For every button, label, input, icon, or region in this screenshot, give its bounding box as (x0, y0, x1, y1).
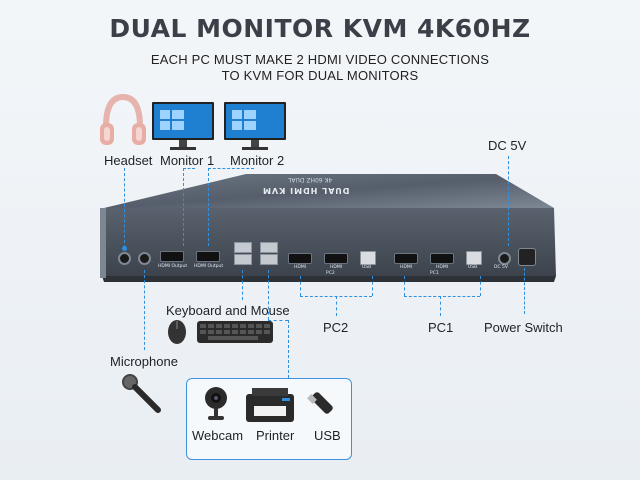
pc1-usb-label: USB (468, 265, 478, 270)
usb-a-port-1[interactable] (234, 242, 252, 253)
microphone-label: Microphone (110, 354, 178, 369)
microphone-jack[interactable] (138, 252, 151, 265)
microphone-icon (122, 374, 161, 413)
usb-connector-line-2 (268, 320, 288, 321)
mouse-icon (168, 320, 186, 344)
hdmi-output-label-1: HDMI Output (158, 264, 188, 269)
monitor-2-label: Monitor 2 (230, 153, 285, 168)
pc1-label: PC1 (428, 320, 454, 335)
pc1-hdmi-label-1: HDMI (400, 265, 413, 270)
monitor1-connector-line (183, 168, 184, 246)
hdmi-output-label-2: HDMI Output (194, 264, 224, 269)
usb-a-port-4[interactable] (260, 254, 278, 265)
dc5v-port-label: DC 5V (494, 265, 508, 270)
power-switch-button[interactable] (518, 248, 536, 266)
monitor1-connector-top (183, 168, 195, 169)
pc2-hdmi-port-1[interactable] (288, 253, 312, 264)
pc2-label: PC2 (323, 320, 349, 335)
printer-icon (246, 388, 294, 422)
pc1-usb-b-port[interactable] (466, 251, 482, 265)
pc1-hdmi-label-2: HDMI (436, 265, 449, 270)
pc2-bracket-right (372, 276, 373, 296)
monitor2-connector-top (208, 168, 254, 169)
pc1-hdmi-port-1[interactable] (394, 253, 418, 264)
keyboard-connector-line (242, 270, 243, 300)
page-title: DUAL MONITOR KVM 4K60HZ (109, 14, 531, 43)
pc2-usb-label: USB (362, 265, 372, 270)
usb-a-port-3[interactable] (260, 242, 278, 253)
hdmi-output-port-1[interactable] (160, 251, 184, 262)
usb-a-port-2[interactable] (234, 254, 252, 265)
power-switch-label: Power Switch (484, 320, 563, 335)
pc2-hdmi-port-2[interactable] (324, 253, 348, 264)
pc1-port-label: PC1 (430, 271, 439, 276)
microphone-connector-line (144, 270, 145, 350)
pc1-hdmi-port-2[interactable] (430, 253, 454, 264)
headset-connector-dot (122, 246, 127, 251)
hdmi-output-port-2[interactable] (196, 251, 220, 262)
headset-jack[interactable] (118, 252, 131, 265)
usb-label: USB (314, 428, 341, 443)
pc2-usb-b-port[interactable] (360, 251, 376, 265)
pc2-hdmi-label-1: HDMI (294, 265, 307, 270)
dc5v-connector-line (508, 156, 509, 246)
pc1-bracket-right (480, 276, 481, 296)
monitor-1-icon (152, 102, 214, 150)
pc2-hdmi-label-2: HDMI (330, 265, 343, 270)
keyboard-mouse-label: Keyboard and Mouse (166, 303, 290, 318)
monitor-2-icon (224, 102, 286, 150)
headset-connector-line (124, 168, 125, 248)
dc5v-label: DC 5V (488, 138, 527, 153)
pc1-bracket-left (404, 276, 405, 296)
subtitle-line-1: EACH PC MUST MAKE 2 HDMI VIDEO CONNECTIO… (150, 52, 490, 67)
printer-label: Printer (256, 428, 295, 443)
headset-icon (100, 93, 146, 145)
keyboard-icon (197, 321, 273, 343)
device-top-subtext: 4K 60HZ DUAL (288, 176, 333, 183)
headset-label: Headset (104, 153, 153, 168)
webcam-label: Webcam (192, 428, 244, 443)
monitor2-connector-line (208, 168, 209, 246)
pc2-port-label: PC2 (326, 271, 335, 276)
power-switch-connector-line (524, 268, 525, 314)
pc2-bracket-stem (336, 296, 337, 316)
pc1-bracket-bottom (404, 296, 480, 297)
usb-connector-line-3 (288, 320, 289, 378)
pc2-bracket-left (300, 276, 301, 296)
dc5v-jack[interactable] (498, 252, 511, 265)
device-top-text: DUAL HDMI KVM (262, 186, 350, 195)
usb-connector-line-1 (268, 270, 269, 320)
usb-stick-icon (307, 392, 333, 414)
webcam-icon (205, 387, 227, 420)
monitor-1-label: Monitor 1 (160, 153, 215, 168)
subtitle-line-2: TO KVM FOR DUAL MONITORS (221, 68, 419, 83)
pc1-bracket-stem (440, 296, 441, 316)
